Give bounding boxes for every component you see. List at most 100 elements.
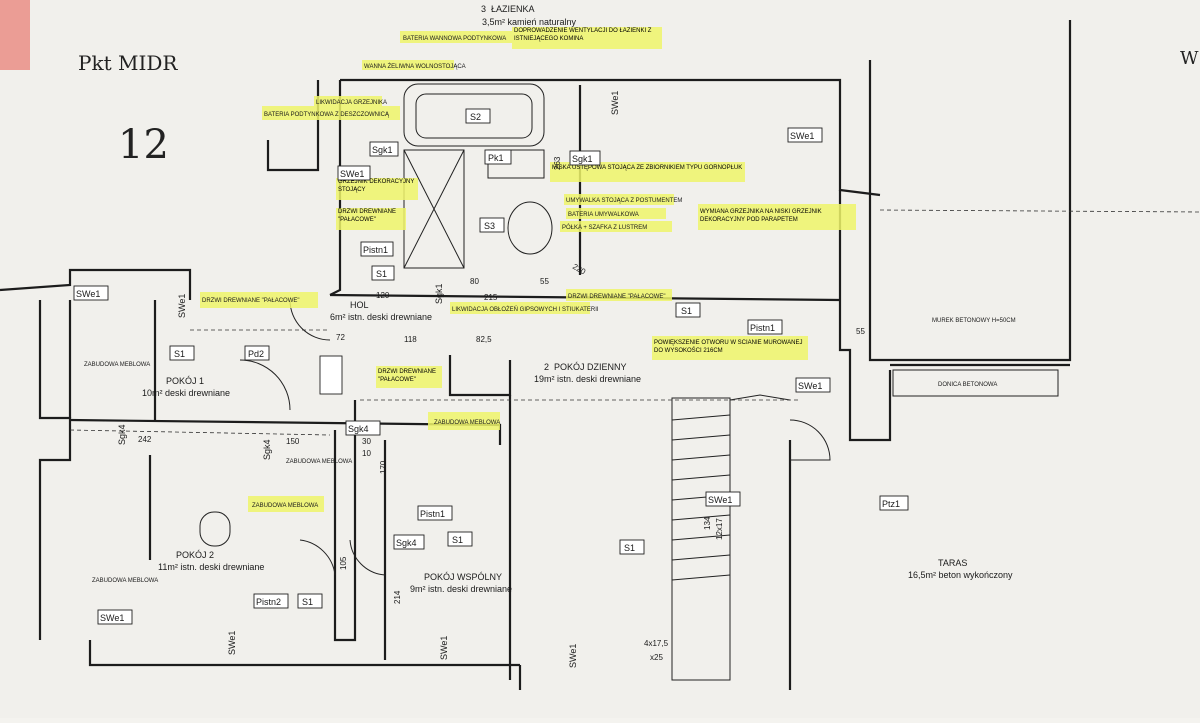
label-donica: DONICA BETONOWA (938, 382, 997, 388)
bathtub-inner (415, 93, 533, 139)
tag-swe1-bottom-left: SWe1 (100, 613, 124, 623)
note-drzwi-palacowe: DRZWI DREWNIANE "PAŁACOWE" (378, 369, 436, 383)
tag-pistn2: Pistn2 (256, 597, 281, 607)
tag-pistn1-hall: Pistn1 (363, 245, 388, 255)
dim-stairs: 4x17,5 (644, 639, 669, 648)
tag-swe1-bath: SWe1 (340, 169, 364, 179)
note-zabudowa-srodek: ZABUDOWA MEBLOWA (252, 503, 318, 509)
room2-name: POKÓJ 2 (176, 550, 214, 560)
bath-number: 3 (481, 4, 486, 14)
tag-swe1-top-left: SWe1 (76, 289, 100, 299)
tag-swe1-vertical-bottom-b: SWe1 (439, 636, 449, 660)
hall-name: HOL (350, 300, 369, 310)
wall-bath-left-upper (266, 80, 320, 172)
tag-pk1: Pk1 (488, 153, 504, 163)
tag-s1-hall: S1 (376, 269, 387, 279)
dim-170: 170 (379, 460, 388, 474)
tag-swe1-vertical-bath: SWe1 (610, 91, 620, 115)
tag-swe1-vertical-bottom-c: SWe1 (568, 644, 578, 668)
wall-bath-left (329, 80, 342, 296)
tag-swe1-stairs: SWe1 (708, 495, 732, 505)
tag-ptz1: Ptz1 (882, 499, 900, 509)
tag-swe1-vertical-room1: SWe1 (177, 294, 187, 318)
wall-right-block (868, 20, 1072, 362)
tag-pistn1-common: Pistn1 (420, 509, 445, 519)
tag-s1-room2: S1 (302, 597, 313, 607)
note-drzwi-hol: DRZWI DREWNIANE "PAŁACOWE" (338, 209, 396, 223)
vertical-tags: SWe1 SWe1 Sgk1 Sgk4 Sgk4 SWe1 SWe1 SWe1 (117, 91, 620, 668)
note-bateria-umywalkowa: BATERIA UMYWALKOWA (568, 212, 639, 218)
door-arc-common (349, 539, 386, 576)
tag-pd2: Pd2 (248, 349, 264, 359)
room1-area: 10m² deski drewniane (142, 388, 230, 398)
wall-top-main (340, 78, 881, 197)
tag-sgk4-vertical-left: Sgk4 (117, 424, 127, 445)
tag-swe1-vertical-bottom-a: SWe1 (227, 631, 237, 655)
label-murek: MUREK BETONOWY H=50CM (932, 318, 1016, 324)
room1-name: POKÓJ 1 (166, 376, 204, 386)
common-area: 9m² istn. deski drewniane (410, 584, 512, 594)
dim-825: 82,5 (476, 335, 492, 344)
dim-55: 55 (540, 277, 549, 286)
note-wymiana: WYMIANA GRZEJNIKA NA NISKI GRZEJNIK DEKO… (700, 209, 822, 223)
wall-pillar (448, 355, 512, 397)
symbol-tags: S2 S3 Pk1 Sgk1 Sgk1 SWe1 SWe1 Pistn1 S1 … (73, 108, 909, 625)
tag-s1-common: S1 (452, 535, 463, 545)
note-drzwi-lewe: DRZWI DREWNIANE "PAŁACOWE" (202, 298, 300, 304)
note-bateria-podtynkowa: BATERIA PODTYNKOWA Z DESZCZOWNICĄ (264, 112, 390, 118)
living-area: 19m² istn. deski drewniane (534, 374, 641, 384)
dim-134: 134 (703, 516, 712, 530)
handwritten-corner: W (1180, 48, 1199, 69)
dim-118: 118 (404, 335, 417, 344)
handwritten-note: Pkt MIDR (78, 51, 178, 75)
tag-s1-room1: S1 (174, 349, 185, 359)
red-corner-mark (0, 0, 30, 70)
living-number: 2 (544, 362, 549, 372)
dim-214: 214 (393, 590, 402, 604)
dimensions: 120 215 72 118 82,5 80 55 220 242 150 30… (138, 156, 865, 662)
living-name: POKÓJ DZIENNY (554, 362, 627, 372)
door-arc-terrace (789, 419, 831, 461)
note-powiekszenie: POWIĘKSZENIE OTWORU W ŚCIANIE MUROWANEJ … (654, 340, 803, 354)
handwritten-number: 12 (118, 122, 169, 168)
door-arc-pd2 (239, 359, 291, 411)
tag-swe1-right: SWe1 (798, 381, 822, 391)
note-likwidacja-grzejnika: LIKWIDACJA GRZEJNIKA (316, 100, 387, 106)
dim-12x17: 12x17 (715, 518, 724, 540)
dim-80: 80 (470, 277, 479, 286)
wall-partition-center (333, 400, 357, 642)
wall-bottom-left (88, 640, 520, 667)
tag-sgk4-a: Sgk4 (348, 424, 369, 434)
tag-pistn1-living: Pistn1 (750, 323, 775, 333)
shower-cross-b (403, 149, 465, 269)
tag-s1-stairs: S1 (624, 543, 635, 553)
note-bateria-wannowa: BATERIA WANNOWA PODTYNKOWA (403, 36, 506, 42)
note-zabudowa-hol: ZABUDOWA MEBLOWA (434, 420, 500, 426)
note-polka: PÓŁKA + SZAFKA Z LUSTREM (562, 224, 647, 231)
label-zabudowa-meblowa: ZABUDOWA MEBLOWA (286, 459, 352, 465)
dash-line-1 (69, 429, 331, 436)
dim-x25: x25 (650, 653, 663, 662)
note-wanna: WANNA ŻELIWNA WOLNOSTOJĄCA (364, 63, 466, 70)
terrace-area: 16,5m² beton wykończony (908, 570, 1013, 580)
tag-swe1-top-right: SWe1 (790, 131, 814, 141)
common-name: POKÓJ WSPÓLNY (424, 572, 502, 582)
dim-215: 215 (484, 293, 498, 302)
washbasin (507, 201, 553, 255)
terrace-name: TARAS (938, 558, 967, 568)
hall-area: 6m² istn. deski drewniane (330, 312, 432, 322)
dim-55b: 55 (856, 327, 865, 336)
tag-sgk1-vertical: Sgk1 (434, 283, 444, 304)
dim-263: 263 (553, 156, 562, 170)
dim-10: 10 (362, 449, 371, 458)
dim-242: 242 (138, 435, 152, 444)
dim-30: 30 (362, 437, 371, 446)
chimney (319, 355, 343, 395)
tag-s3: S3 (484, 221, 495, 231)
tag-sgk1-b: Sgk1 (572, 154, 593, 164)
tag-sgk4-vertical-mid: Sgk4 (262, 439, 272, 460)
tag-s1-living: S1 (681, 306, 692, 316)
dim-105: 105 (339, 556, 348, 570)
concrete-planter (892, 369, 1059, 397)
